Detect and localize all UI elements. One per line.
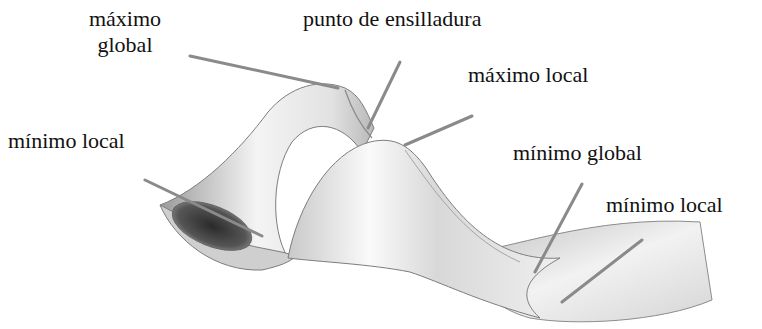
leader-line (368, 62, 400, 128)
ridge-shade (405, 150, 520, 262)
surface-ridge (288, 140, 560, 318)
leader-line (562, 240, 642, 302)
callout-label: mínimo local (8, 128, 125, 154)
callout-label: máximo local (468, 62, 588, 88)
callout-label: mínimo local (606, 192, 723, 218)
saddle-fold (345, 90, 372, 138)
leader-line (190, 56, 338, 88)
leader-line (535, 184, 582, 272)
leader-line (145, 180, 262, 236)
callout-label: mínimo global (513, 140, 642, 166)
callout-label: punto de ensilladura (303, 6, 481, 32)
callout-label: máximo global (70, 6, 180, 58)
leader-line (405, 116, 472, 145)
